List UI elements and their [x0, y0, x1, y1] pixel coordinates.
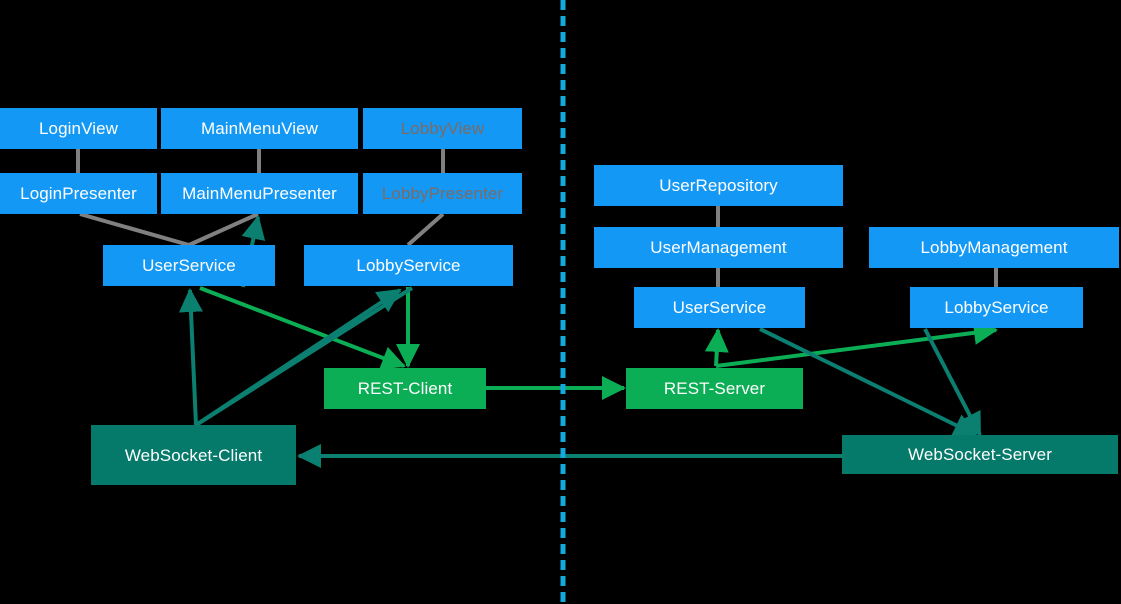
- edge-e-lobbypresenter-lobbyservice: [406, 212, 445, 247]
- node-user-repository[interactable]: UserRepository: [594, 165, 843, 206]
- edge-e-userservice-mainmenupresenter: [188, 212, 259, 247]
- node-server-user-service[interactable]: UserService: [634, 287, 805, 328]
- node-label: LoginView: [38, 119, 119, 138]
- node-client-user-service[interactable]: UserService: [103, 245, 275, 286]
- node-user-management[interactable]: UserManagement: [594, 227, 843, 268]
- node-login-presenter[interactable]: LoginPresenter: [0, 173, 157, 214]
- node-label: WebSocket-Client: [124, 445, 263, 465]
- edge-e-restserver-userservice: [704, 328, 729, 367]
- node-label: LobbyService: [356, 256, 461, 275]
- node-rest-client[interactable]: REST-Client: [324, 368, 486, 409]
- node-label: MainMenuView: [200, 119, 319, 138]
- node-label: REST-Server: [663, 379, 766, 398]
- node-label: LobbyManagement: [920, 238, 1068, 257]
- node-client-lobby-service[interactable]: LobbyService: [304, 245, 513, 286]
- node-label: WebSocket-Server: [908, 445, 1052, 464]
- node-label: UserManagement: [650, 238, 787, 257]
- edge-e-websocketclient-userservice: [178, 288, 203, 426]
- node-label: UserService: [672, 298, 767, 317]
- node-websocket-client[interactable]: WebSocket-Client: [91, 425, 296, 485]
- node-websocket-server[interactable]: WebSocket-Server: [842, 435, 1118, 474]
- node-label: LobbyService: [944, 298, 1049, 317]
- node-lobby-presenter[interactable]: LobbyPresenter: [363, 173, 522, 214]
- node-label: LoginPresenter: [20, 184, 137, 203]
- node-label: UserRepository: [659, 176, 778, 195]
- edge-e-restserver-lobbyservice: [715, 320, 998, 368]
- node-rest-server[interactable]: REST-Server: [626, 368, 803, 409]
- node-label: REST-Client: [357, 379, 453, 398]
- node-label: LobbyView: [400, 119, 485, 138]
- node-server-lobby-service[interactable]: LobbyService: [910, 287, 1083, 328]
- node-label: MainMenuPresenter: [182, 184, 337, 203]
- edge-e-lobbyservice-websocketserver: [923, 328, 982, 437]
- node-lobby-management[interactable]: LobbyManagement: [869, 227, 1119, 268]
- node-label: UserService: [142, 256, 236, 275]
- node-main-menu-view[interactable]: MainMenuView: [161, 108, 358, 149]
- node-main-menu-presenter[interactable]: MainMenuPresenter: [161, 173, 358, 214]
- node-login-view[interactable]: LoginView: [0, 108, 157, 149]
- node-lobby-view[interactable]: LobbyView: [363, 108, 522, 149]
- edge-e-userservice-restclient: [199, 286, 406, 370]
- edge-e-loginpresenter-userservice: [79, 212, 190, 247]
- node-label: LobbyPresenter: [381, 184, 504, 203]
